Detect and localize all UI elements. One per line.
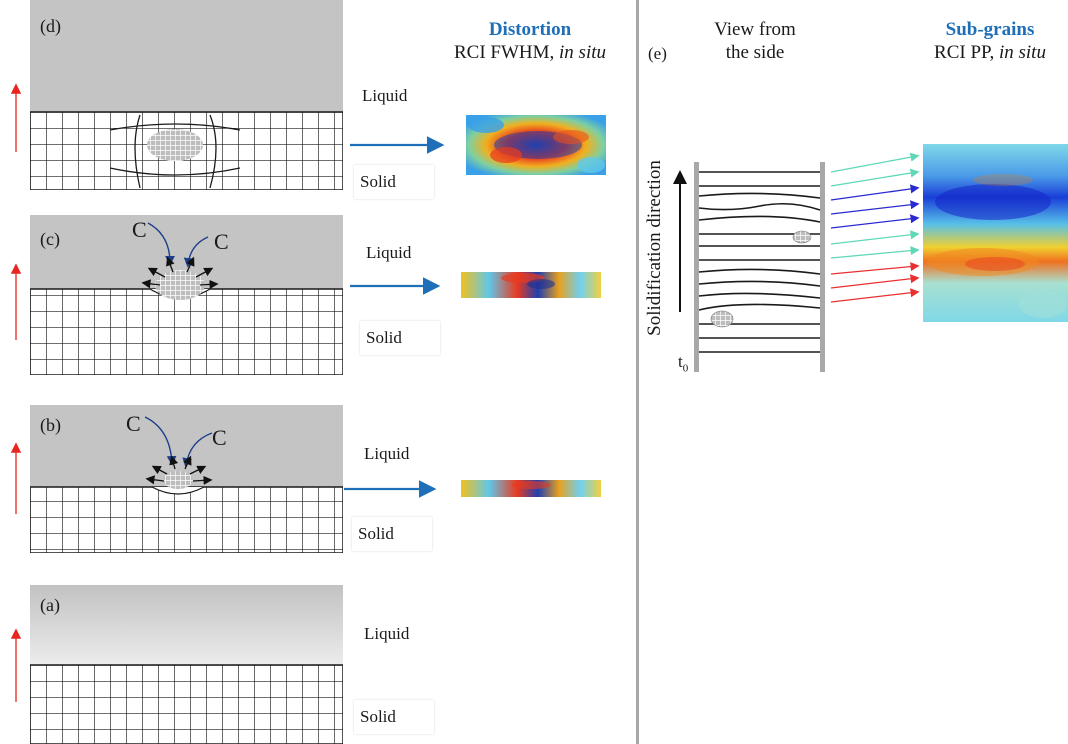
inclusion-particle [147, 129, 203, 161]
solidification-direction-arrow [673, 170, 687, 312]
panel-label: (b) [40, 415, 61, 435]
solid-label: Solid [360, 321, 440, 355]
panel-label: (a) [40, 595, 60, 615]
solute-label: C [212, 425, 227, 450]
side-view-figure [694, 162, 825, 372]
solute-label: C [126, 411, 141, 436]
panel-b-figure [30, 405, 343, 553]
distortion-map-d [466, 115, 606, 175]
liquid-label: Liquid [364, 624, 410, 643]
subgrains-subtitle: RCI PP, in situ [934, 42, 1046, 63]
distortion-subtitle: RCI FWHM, in situ [453, 42, 607, 63]
liquid-label: Liquid [364, 444, 410, 463]
subgrains-heading: Sub-grains RCI PP, in situ [905, 18, 1068, 64]
distortion-title: Distortion [488, 19, 572, 40]
solid-label: Solid [354, 165, 434, 199]
t0-label: t0 [678, 352, 689, 375]
map-arrows [344, 136, 445, 498]
inclusion-particle [163, 471, 193, 489]
panel-a: (a) [30, 585, 343, 744]
panel-d: (d) [30, 0, 343, 190]
inclusion-particle [155, 270, 205, 300]
panel-divider [636, 0, 639, 744]
view-line2: the side [725, 42, 785, 63]
subgrain-arrows [830, 152, 920, 303]
solidification-direction-label: Solidification direction [644, 160, 665, 336]
liquid-label: Liquid [366, 243, 412, 262]
panel-c: (c) C C [30, 215, 343, 375]
growth-arrows [10, 83, 22, 702]
distortion-map-b [461, 480, 601, 497]
solid-label: Solid [352, 517, 432, 551]
inclusion-particle [792, 230, 812, 244]
view-heading: View from the side [690, 18, 820, 64]
panel-d-figure [30, 0, 343, 190]
subgrain-map [923, 144, 1068, 322]
panel-label: (c) [40, 229, 60, 249]
solute-label: C [214, 229, 229, 254]
subgrains-title: Sub-grains [945, 19, 1035, 40]
inclusion-particle [710, 310, 734, 328]
solute-label: C [132, 217, 147, 242]
distortion-map-c [461, 272, 601, 298]
panel-a-figure [30, 585, 343, 744]
solid-label: Solid [354, 700, 434, 734]
view-line1: View from [714, 19, 796, 40]
panel-label: (e) [648, 44, 667, 63]
panel-b: (b) C C [30, 405, 343, 553]
panel-label: (d) [40, 16, 61, 36]
distortion-heading: Distortion RCI FWHM, in situ [430, 18, 630, 64]
liquid-label: Liquid [362, 86, 408, 105]
panel-c-figure [30, 215, 343, 375]
